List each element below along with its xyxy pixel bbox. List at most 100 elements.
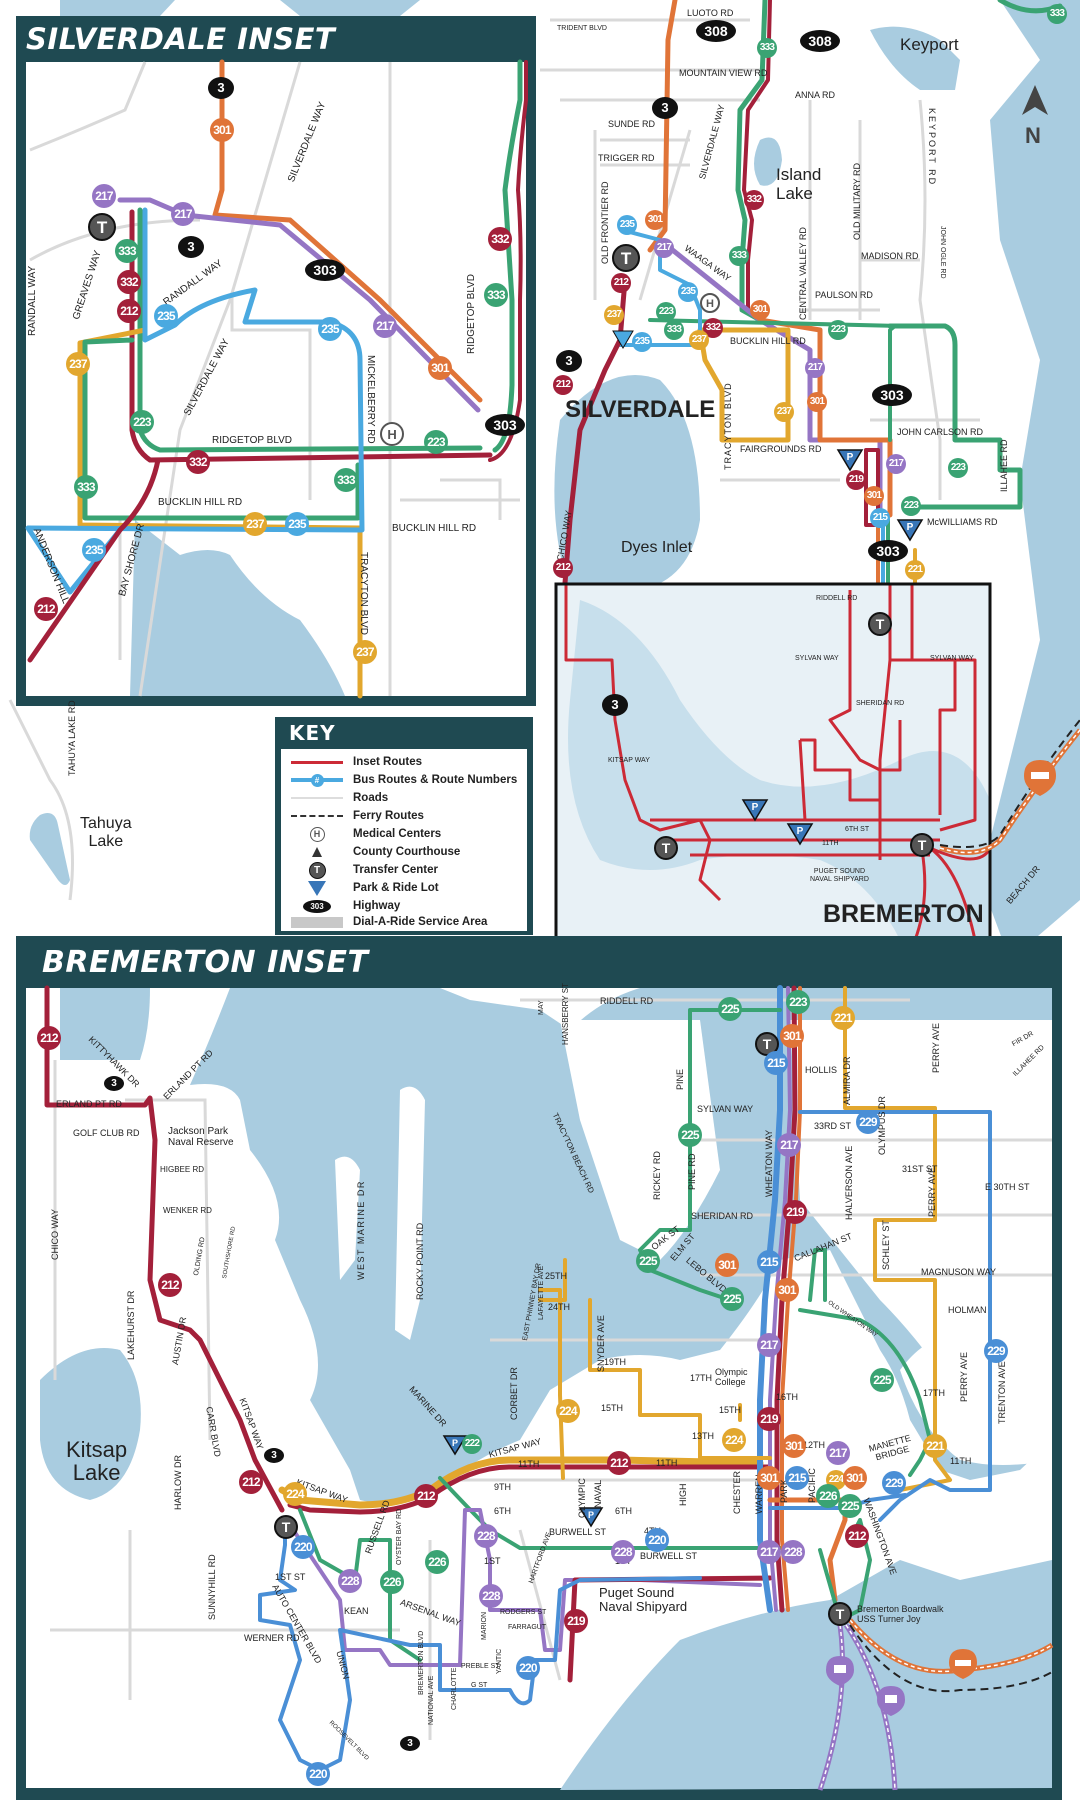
street-label: MAY — [538, 1000, 545, 1015]
key-item-bus-routes: # Bus Routes & Route Numbers — [281, 771, 527, 789]
street-label: SUNNYHILL RD — [207, 1554, 217, 1620]
park-ride-icon: P — [442, 1435, 468, 1456]
street-label: RODGERS ST — [500, 1609, 547, 1616]
route-badge: 212 — [607, 1451, 631, 1475]
street-label: RIDGETOP BLVD — [212, 435, 293, 446]
highway-shield: 3 — [556, 350, 582, 372]
ferry-icon — [1024, 760, 1056, 796]
ferry-icon-foot-2 — [877, 1686, 905, 1716]
street-label: FAIRGROUNDS RD — [740, 444, 822, 454]
street-label: KEYPORT RD — [927, 108, 937, 187]
street-label: 11TH — [656, 1458, 678, 1468]
route-badge: 237 — [689, 330, 709, 350]
route-badge: 332 — [488, 227, 512, 251]
water-top-left — [60, 0, 175, 16]
street-label: HALVERSON AVE — [844, 1145, 854, 1220]
route-badge: 301 — [780, 1024, 804, 1048]
route-number-icon: # — [310, 773, 324, 787]
street-label: 6TH — [494, 1506, 512, 1516]
street-label: LAKEHURST DR — [126, 1290, 136, 1360]
route-badge: 333 — [1047, 4, 1067, 24]
key-title: KEY — [289, 721, 336, 745]
street-label: KEAN — [344, 1606, 369, 1616]
route-badge: 223 — [130, 410, 154, 434]
route-badge: 301 — [715, 1253, 739, 1277]
silverdale-inset-roads — [29, 61, 520, 697]
overview-roads — [8, 18, 980, 901]
street-label: ALMIRA DR — [842, 1056, 852, 1105]
route-badge: 301 — [750, 300, 770, 320]
water-puget-sound-east — [980, 0, 1080, 960]
route-badge: 217 — [886, 454, 906, 474]
street-label: HIGH — [678, 1483, 688, 1507]
place-label-silverdale: SILVERDALE — [565, 396, 716, 423]
route-badge: 212 — [414, 1484, 438, 1508]
street-label: GOLF CLUB RD — [73, 1128, 140, 1138]
route-badge: 225 — [718, 997, 742, 1021]
key-body: Inset Routes # Bus Routes & Route Number… — [281, 749, 527, 931]
svg-text:T: T — [836, 1606, 845, 1622]
svg-text:T: T — [97, 218, 108, 237]
street-label: BUCKLIN HILL RD — [730, 336, 806, 346]
park-ride-icon: P — [896, 519, 924, 542]
route-badge: 301 — [757, 1466, 781, 1490]
street-label: MARION — [481, 1612, 488, 1640]
street-label: PAULSON RD — [815, 290, 873, 300]
transfer-center-icon: T — [868, 612, 892, 636]
street-label: MOUNTAIN VIEW RD — [679, 68, 768, 78]
route-badge: 228 — [611, 1540, 635, 1564]
svg-text:H: H — [387, 427, 396, 442]
street-label: SHERIDAN RD — [691, 1211, 754, 1221]
route-badge: 212 — [34, 597, 58, 621]
route-badge: 237 — [604, 305, 624, 325]
route-badge: 220 — [291, 1535, 315, 1559]
route-badge: 225 — [838, 1494, 862, 1518]
street-label: 17TH — [923, 1388, 946, 1398]
route-badge: 301 — [775, 1278, 799, 1302]
street-label: 13TH — [692, 1431, 715, 1441]
street-label: CORBET DR — [509, 1367, 519, 1420]
svg-text:T: T — [662, 840, 671, 856]
highway-shield: 3 — [652, 97, 678, 119]
svg-text:T: T — [621, 249, 632, 268]
key-item-dial-a-ride: Dial-A-Ride Service Area — [281, 913, 527, 931]
route-badge: 235 — [617, 215, 637, 235]
street-label: RANDALL WAY — [27, 265, 38, 336]
street-label: OLYMPIC — [577, 1478, 587, 1518]
street-label: PERRY AVE — [959, 1351, 969, 1402]
route-badge: 212 — [117, 299, 141, 323]
medical-icon: H — [309, 826, 325, 842]
highway-shield: 3 — [602, 694, 628, 716]
street-label: NAVAL — [593, 1479, 603, 1508]
street-label: 9TH — [494, 1482, 512, 1492]
route-badge: 333 — [664, 320, 684, 340]
courthouse-icon — [312, 847, 322, 857]
highway-shield: 303 — [305, 259, 345, 281]
route-badge: 333 — [729, 246, 749, 266]
route-badge: 215 — [785, 1466, 809, 1490]
street-label: SYLVAN WAY — [697, 1104, 754, 1114]
street-label: WENKER RD — [163, 1206, 212, 1215]
silverdale-inset: T H — [16, 16, 536, 706]
street-label: CHESTER — [732, 1470, 742, 1514]
street-label: KITSAP WAY — [608, 757, 650, 764]
street-label: 19TH — [604, 1357, 627, 1367]
north-arrow-icon — [1022, 85, 1048, 115]
street-label: HARLOW DR — [173, 1454, 183, 1510]
highway-shield: 3 — [178, 236, 204, 258]
route-badge: 223 — [901, 496, 921, 516]
street-label: TAHUYA LAKE RD — [67, 700, 77, 776]
street-label: ILLAHEE RD — [999, 439, 1009, 492]
route-badge: 332 — [703, 318, 723, 338]
transfer-center-icon: T — [910, 833, 934, 857]
svg-text:T: T — [282, 1519, 291, 1535]
street-label: 12TH — [803, 1440, 826, 1450]
route-badge: 224 — [722, 1428, 746, 1452]
route-badge: 222 — [462, 1434, 482, 1454]
street-label: TRENTON AVE — [997, 1361, 1007, 1424]
route-badge: 228 — [479, 1584, 503, 1608]
